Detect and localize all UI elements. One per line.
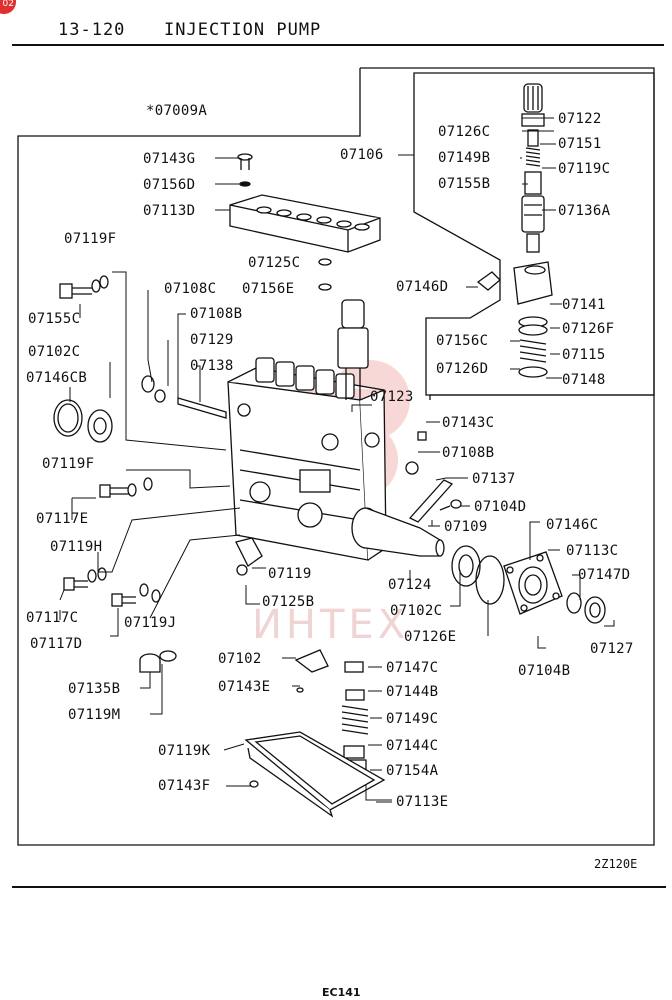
part-label-07119K: 07119K <box>158 743 211 759</box>
part-label-07119F-top: 07119F <box>64 231 117 247</box>
part-label-07119: 07119 <box>268 566 312 582</box>
part-label-07148: 07148 <box>562 372 606 388</box>
assembly-label: *07009A <box>146 103 208 119</box>
part-label-07108C: 07108C <box>164 281 217 297</box>
bearing-cover <box>503 551 563 615</box>
part-label-07125C: 07125C <box>248 255 301 271</box>
part-label-07138: 07138 <box>190 358 234 374</box>
bolt-07117D <box>111 583 161 607</box>
part-label-07126D: 07126D <box>436 361 489 377</box>
valve-holder-stack <box>318 258 369 400</box>
part-label-07102C-left: 07102C <box>28 344 81 360</box>
bolt-07117C <box>63 567 107 591</box>
camshaft <box>351 507 445 557</box>
part-label-07149C: 07149C <box>386 711 439 727</box>
part-label-07143E: 07143E <box>218 679 271 695</box>
part-label-07102: 07102 <box>218 651 262 667</box>
part-label-07115: 07115 <box>562 347 606 363</box>
part-label-07155B: 07155B <box>438 176 491 192</box>
header-rule <box>12 44 664 46</box>
part-label-07119J: 07119J <box>124 615 177 631</box>
part-label-07126E: 07126E <box>404 629 457 645</box>
part-label-07124: 07124 <box>388 577 432 593</box>
part-label-07119F-mid: 07119F <box>42 456 95 472</box>
page-title: INJECTION PUMP <box>164 20 322 40</box>
corner-badge: 02 <box>0 0 16 14</box>
part-label-07109: 07109 <box>444 519 488 535</box>
part-label-07156D: 07156D <box>143 177 196 193</box>
part-label-07119H: 07119H <box>50 539 103 555</box>
rack-guide <box>141 375 227 419</box>
part-label-07129: 07129 <box>190 332 234 348</box>
figure-code: 2Z120E <box>594 857 638 871</box>
bolt-07155C <box>59 275 109 299</box>
gasket-07119M <box>235 537 263 576</box>
part-label-07141: 07141 <box>562 297 606 313</box>
pump-housing <box>227 357 387 561</box>
bolt-07117E <box>99 477 153 498</box>
bottom-parts <box>244 649 386 818</box>
screw-07104D <box>439 499 462 511</box>
cover-plate <box>229 194 381 253</box>
part-label-07154A: 07154A <box>386 763 439 779</box>
part-label-07119M: 07119M <box>68 707 121 723</box>
part-label-07126C: 07126C <box>438 124 491 140</box>
part-label-07144C: 07144C <box>386 738 439 754</box>
footer-rule <box>12 886 666 888</box>
screw-top <box>237 153 253 187</box>
part-label-07149B: 07149B <box>438 150 491 166</box>
delivery-valve-assembly <box>476 83 553 378</box>
page-footer-code: EC141 <box>322 986 361 999</box>
leader-lines <box>59 117 615 803</box>
part-label-07104D: 07104D <box>474 499 527 515</box>
part-label-07113D: 07113D <box>143 203 196 219</box>
part-label-07127: 07127 <box>590 641 634 657</box>
part-label-07113C: 07113C <box>566 543 619 559</box>
part-label-07104B: 07104B <box>518 663 571 679</box>
part-label-07146D: 07146D <box>396 279 449 295</box>
part-label-07108B-top: 07108B <box>190 306 243 322</box>
gasket-right <box>475 555 505 605</box>
part-label-07151: 07151 <box>558 136 602 152</box>
part-label-07126F: 07126F <box>562 321 615 337</box>
part-label-07135B: 07135B <box>68 681 121 697</box>
part-label-07156C: 07156C <box>436 333 489 349</box>
cap-07108B <box>405 461 419 475</box>
inset-frame <box>413 72 655 396</box>
part-label-07146C: 07146C <box>546 517 599 533</box>
collar <box>584 596 606 624</box>
watermark-text: ИНТЕХ <box>252 602 410 648</box>
part-label-07136A: 07136A <box>558 203 611 219</box>
plug-07135B <box>139 650 177 673</box>
part-label-07123: 07123 <box>370 389 414 405</box>
part-label-07156E: 07156E <box>242 281 295 297</box>
part-label-07143G: 07143G <box>143 151 196 167</box>
part-label-07102C-bottom: 07102C <box>390 603 443 619</box>
part-label-07122: 07122 <box>558 111 602 127</box>
part-label-07155C: 07155C <box>28 311 81 327</box>
part-label-07113E: 07113E <box>396 794 449 810</box>
part-label-07137: 07137 <box>472 471 516 487</box>
part-label-07119C: 07119C <box>558 161 611 177</box>
part-label-07144B: 07144B <box>386 684 439 700</box>
part-label-07143C: 07143C <box>442 415 495 431</box>
screw-07143C <box>417 431 427 441</box>
oil-seal <box>566 592 582 614</box>
part-label-07106: 07106 <box>340 147 384 163</box>
section-number: 13-120 <box>58 20 126 40</box>
left-bearing-and-oring <box>53 399 113 443</box>
part-label-07146CB: 07146CB <box>26 370 88 386</box>
part-label-07147C: 07147C <box>386 660 439 676</box>
part-label-07125B: 07125B <box>262 594 315 610</box>
part-label-07117E: 07117E <box>36 511 89 527</box>
bearing-right <box>451 545 481 587</box>
part-label-07143F: 07143F <box>158 778 211 794</box>
part-label-07108B-mid: 07108B <box>442 445 495 461</box>
bracket-07137 <box>408 479 454 523</box>
part-label-07117D: 07117D <box>30 636 83 652</box>
part-label-07147D: 07147D <box>578 567 631 583</box>
part-label-07117C: 07117C <box>26 610 79 626</box>
